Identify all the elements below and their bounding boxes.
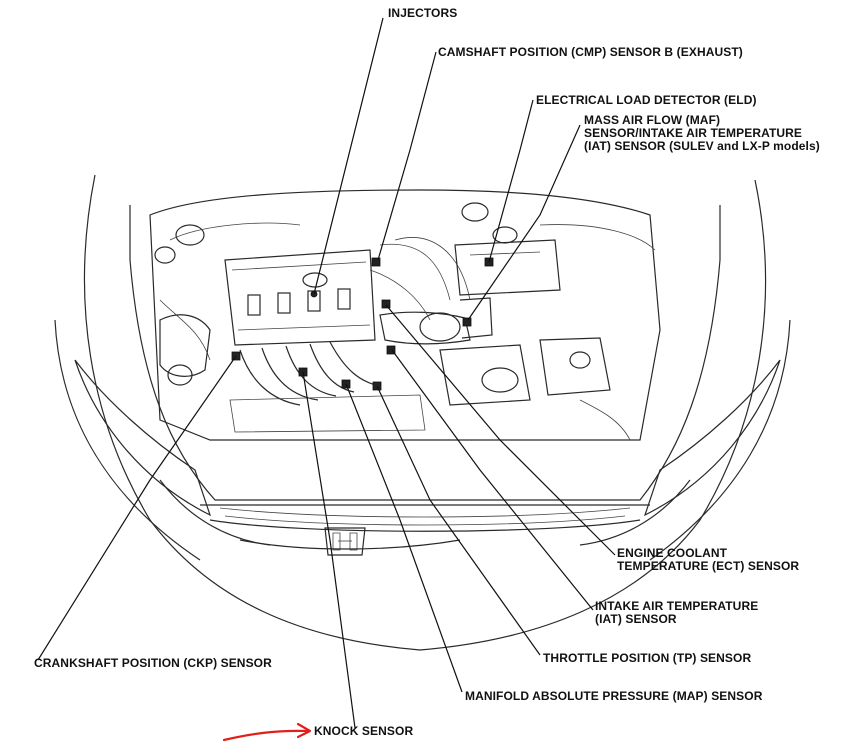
car-body-outline bbox=[54, 174, 791, 651]
engine-assembly bbox=[154, 202, 631, 441]
ckp-leader bbox=[37, 355, 237, 661]
iat-label-line1: INTAKE AIR TEMPERATURE bbox=[595, 599, 759, 613]
cmp-sensor-marker bbox=[371, 257, 381, 267]
maf-sensor-marker bbox=[462, 317, 472, 327]
maf-label-line1: MASS AIR FLOW (MAF) bbox=[584, 113, 721, 127]
injectors-leader bbox=[313, 17, 384, 295]
eld-label: ELECTRICAL LOAD DETECTOR (ELD) bbox=[536, 93, 757, 107]
map-sensor-label: MANIFOLD ABSOLUTE PRESSURE (MAP) SENSOR bbox=[465, 689, 763, 703]
eld-leader bbox=[488, 99, 534, 263]
iat-sensor-marker bbox=[386, 345, 396, 355]
iat-leader bbox=[391, 349, 594, 611]
knock-sensor-label: KNOCK SENSOR bbox=[314, 724, 414, 738]
ect-label-line1: ENGINE COOLANT bbox=[617, 546, 728, 560]
ckp-sensor-label: CRANKSHAFT POSITION (CKP) SENSOR bbox=[34, 656, 272, 670]
knock-leader bbox=[302, 371, 356, 729]
red-annotation-arrow bbox=[222, 722, 312, 742]
maf-label-line2: SENSOR/INTAKE AIR TEMPERATURE bbox=[584, 126, 803, 140]
ect-sensor-marker bbox=[381, 299, 391, 309]
cmp-leader bbox=[377, 51, 437, 261]
map-leader bbox=[345, 383, 463, 693]
tp-sensor-label: THROTTLE POSITION (TP) SENSOR bbox=[543, 651, 752, 665]
tp-leader bbox=[376, 385, 541, 656]
leader-lines bbox=[37, 17, 616, 729]
injectors-label: INJECTORS bbox=[388, 6, 458, 20]
maf-leader bbox=[467, 124, 581, 321]
iat-label-line2: (IAT) SENSOR bbox=[595, 612, 677, 626]
ect-leader bbox=[385, 304, 616, 556]
sensor-marks bbox=[231, 257, 494, 391]
cmp-sensor-label: CAMSHAFT POSITION (CMP) SENSOR B (EXHAUS… bbox=[438, 45, 743, 59]
maf-label-line3: (IAT) SENSOR (SULEV and LX-P models) bbox=[584, 139, 820, 153]
engine-bay-outline bbox=[149, 189, 661, 441]
ect-label-line2: TEMPERATURE (ECT) SENSOR bbox=[617, 559, 800, 573]
